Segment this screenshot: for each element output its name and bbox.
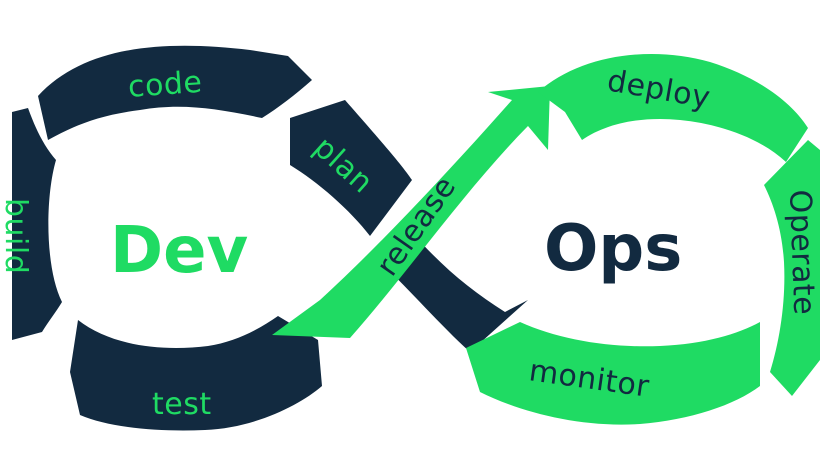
dev-title: Dev: [110, 214, 248, 288]
build-segment: [12, 108, 62, 340]
ops-title: Ops: [544, 212, 682, 286]
operate-segment: [764, 140, 820, 396]
deploy-segment: [538, 53, 808, 162]
test-segment: [70, 316, 322, 431]
test-label: test: [152, 387, 212, 422]
code-label: code: [127, 65, 204, 105]
plan-segment: [290, 100, 412, 236]
monitor-segment: [466, 322, 760, 425]
crossover-band: [380, 230, 528, 352]
operate-label: Operate: [782, 189, 820, 316]
code-segment: [38, 45, 312, 141]
build-label: build: [0, 198, 33, 274]
release-segment: [272, 86, 550, 338]
